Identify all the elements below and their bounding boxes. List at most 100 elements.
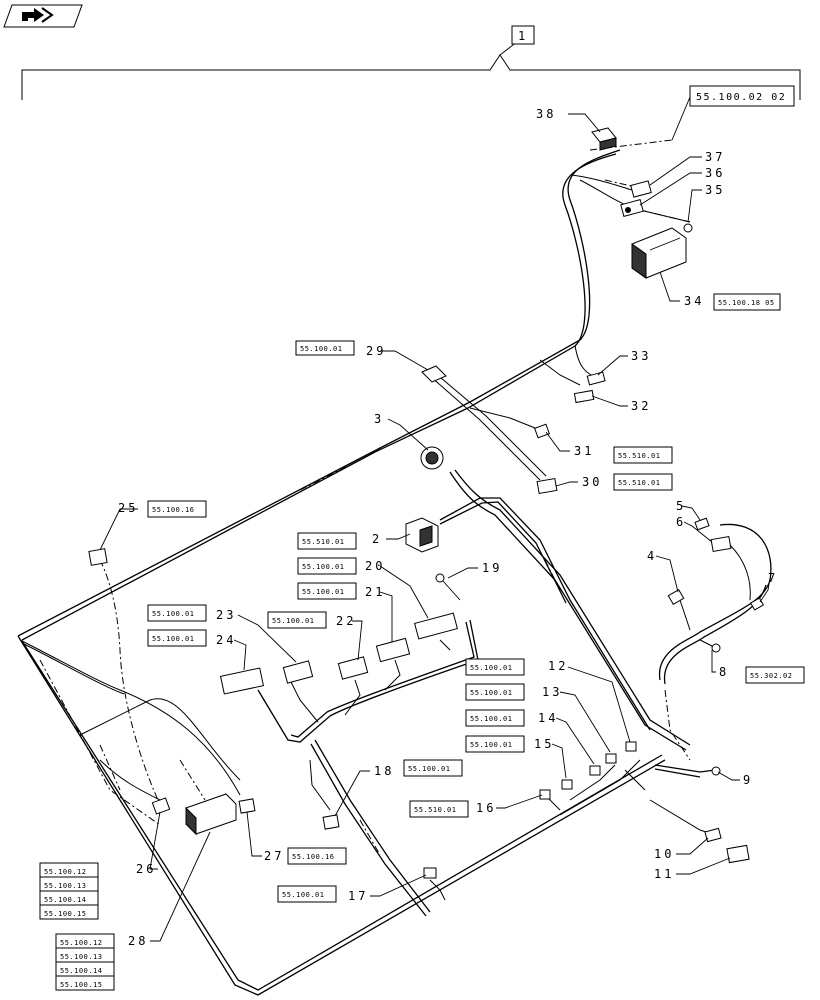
component-20-connector xyxy=(413,612,459,640)
callout-32: 32 xyxy=(631,399,651,413)
component-16-connector xyxy=(539,789,551,800)
svg-text:55.100.13: 55.100.13 xyxy=(44,882,86,890)
svg-text:55.100.01: 55.100.01 xyxy=(408,765,450,773)
svg-text:55.100.01: 55.100.01 xyxy=(300,345,342,353)
callout-38: 38 xyxy=(536,107,556,121)
svg-text:55.100.14: 55.100.14 xyxy=(44,896,86,904)
component-9-ring-terminal xyxy=(711,766,721,776)
callout-27: 27 xyxy=(264,849,284,863)
svg-text:55.100.01: 55.100.01 xyxy=(470,664,512,672)
ref-8: 55.302.02 xyxy=(745,666,805,684)
callout-34: 34 xyxy=(684,294,704,308)
component-27-connector xyxy=(238,798,256,814)
callout-leaders xyxy=(99,113,771,942)
reference-boxes[interactable]: 55.100.18 05 55.100.01 55.510.01 55.510.… xyxy=(39,293,805,991)
callout-17: 17 xyxy=(348,889,368,903)
component-23-connector xyxy=(282,660,314,684)
ref-21: 55.100.01 xyxy=(297,582,357,600)
component-3-grommet xyxy=(420,446,444,470)
callout-31: 31 xyxy=(574,444,594,458)
callout-9: 9 xyxy=(743,773,753,787)
ref-23-b: 55.100.01 xyxy=(267,611,327,629)
callout-2: 2 xyxy=(372,532,382,546)
component-6-connector xyxy=(710,535,732,553)
svg-text:55.100.01: 55.100.01 xyxy=(152,610,194,618)
component-17-connector xyxy=(423,867,437,879)
ref-17: 55.100.01 xyxy=(277,885,337,903)
ref-16: 55.510.01 xyxy=(409,800,469,818)
ref-30: 55.510.01 xyxy=(613,473,673,491)
svg-text:55.100.01: 55.100.01 xyxy=(302,563,344,571)
callout-19: 19 xyxy=(482,561,502,575)
top-reference[interactable]: 55.100.02 02 xyxy=(671,85,795,141)
svg-text:55.100.16: 55.100.16 xyxy=(152,506,194,514)
svg-text:55.510.01: 55.510.01 xyxy=(414,806,456,814)
callout-11: 11 xyxy=(654,867,674,881)
component-33-connector xyxy=(586,371,606,386)
callout-numbers: 38 37 36 35 34 33 32 29 31 30 3 2 25 19 … xyxy=(118,107,778,948)
component-10-connector xyxy=(704,827,722,843)
callout-3: 3 xyxy=(374,412,384,426)
ref-25: 55.100.16 xyxy=(147,500,207,518)
component-26-connector xyxy=(151,797,171,815)
callout-35: 35 xyxy=(705,183,725,197)
svg-text:55.100.13: 55.100.13 xyxy=(60,953,102,961)
component-36-connector xyxy=(620,199,644,217)
component-15-connector xyxy=(561,779,573,790)
component-32-connector xyxy=(573,389,595,404)
callout-25: 25 xyxy=(118,501,138,515)
component-8-ring-terminal xyxy=(711,643,721,653)
ref-34: 55.100.18 05 xyxy=(713,293,781,311)
ref-24: 55.100.01 xyxy=(147,629,207,647)
component-31-connector xyxy=(534,423,550,439)
svg-text:55.100.01: 55.100.01 xyxy=(470,715,512,723)
component-24-connector xyxy=(219,667,265,695)
component-37-connector xyxy=(630,180,652,198)
svg-text:55.510.01: 55.510.01 xyxy=(618,479,660,487)
ref-20: 55.100.01 xyxy=(297,557,357,575)
callout-8: 8 xyxy=(719,665,729,679)
svg-text:55.100.01: 55.100.01 xyxy=(302,588,344,596)
component-19-ring-terminal xyxy=(435,573,461,601)
svg-text:55.100.01: 55.100.01 xyxy=(470,689,512,697)
ref-15: 55.100.01 xyxy=(465,735,525,753)
component-28-connector xyxy=(185,793,237,836)
callout-23: 23 xyxy=(216,608,236,622)
ref-28-stack: 55.100.12 55.100.13 55.100.14 55.100.15 xyxy=(55,933,115,991)
back-arrow-icon[interactable] xyxy=(3,4,83,28)
svg-text:55.510.01: 55.510.01 xyxy=(302,538,344,546)
svg-text:55.100.12: 55.100.12 xyxy=(44,868,86,876)
component-30-connector xyxy=(536,477,558,495)
callout-36: 36 xyxy=(705,166,725,180)
component-5-connector xyxy=(694,517,710,531)
svg-text:55.100.15: 55.100.15 xyxy=(60,981,102,989)
svg-text:55.100.18 05: 55.100.18 05 xyxy=(718,299,775,307)
callout-13: 13 xyxy=(542,685,562,699)
wire-dash-accents xyxy=(99,139,691,856)
component-38-connector xyxy=(591,127,617,151)
callout-21: 21 xyxy=(365,585,385,599)
svg-text:55.100.01: 55.100.01 xyxy=(282,891,324,899)
component-4-connector xyxy=(667,588,685,606)
callout-16: 16 xyxy=(476,801,496,815)
svg-text:55.302.02: 55.302.02 xyxy=(750,672,792,680)
callout-22: 22 xyxy=(336,614,356,628)
callout-33: 33 xyxy=(631,349,651,363)
ref-23-a: 55.100.01 xyxy=(147,604,207,622)
assembly-callout-box xyxy=(511,25,535,45)
callout-29: 29 xyxy=(366,344,386,358)
callout-15: 15 xyxy=(534,737,554,751)
callout-18: 18 xyxy=(374,764,394,778)
callout-4: 4 xyxy=(647,549,657,563)
ref-31: 55.510.01 xyxy=(613,446,673,464)
assembly-callout: 1 xyxy=(518,29,528,43)
component-2-connector xyxy=(405,517,439,553)
callout-28: 28 xyxy=(128,934,148,948)
ref-27: 55.100.16 xyxy=(287,847,347,865)
callout-7: 7 xyxy=(768,571,778,585)
ref-26-stack: 55.100.12 55.100.13 55.100.14 55.100.15 xyxy=(39,862,99,920)
ref-14: 55.100.01 xyxy=(465,709,525,727)
svg-text:55.100.15: 55.100.15 xyxy=(44,910,86,918)
component-34-module xyxy=(631,227,687,279)
component-13-connector xyxy=(605,753,617,764)
